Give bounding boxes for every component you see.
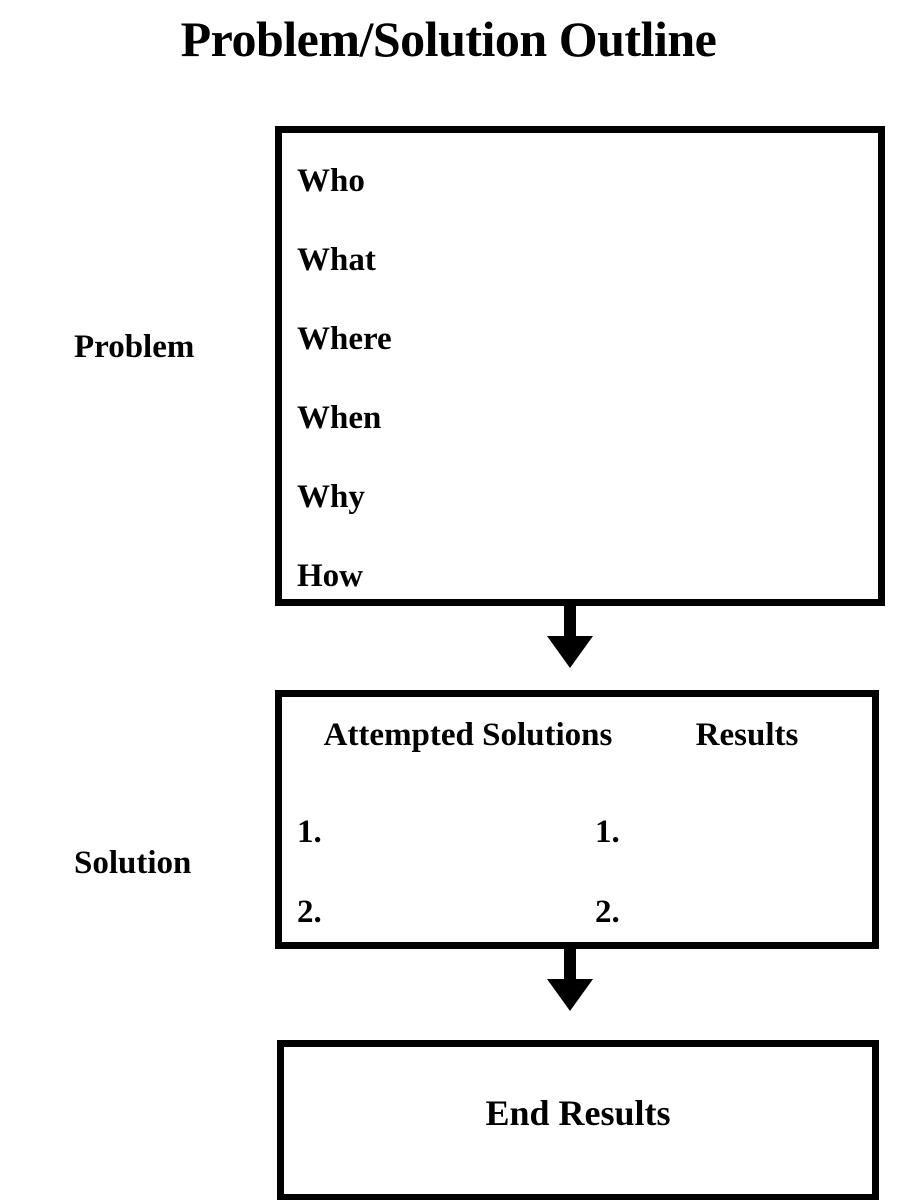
problem-item-when: When bbox=[297, 400, 382, 436]
problem-item-how: How bbox=[297, 558, 363, 594]
arrow-head bbox=[547, 979, 593, 1011]
problem-item-what: What bbox=[297, 242, 376, 278]
attempted-solutions-entry-1-marker: 1. bbox=[297, 814, 322, 850]
end-results-box: End Results bbox=[277, 1040, 879, 1200]
arrow-shaft bbox=[564, 606, 576, 639]
problem-question-list: Who What Where When Why How bbox=[297, 142, 597, 616]
down-arrow-icon-problem-to-solution bbox=[547, 606, 593, 668]
results-entry-1-marker: 1. bbox=[595, 814, 620, 850]
problem-box: Who What Where When Why How bbox=[275, 126, 885, 606]
solution-box: Attempted Solutions Results 1. 2. 1. 2. bbox=[275, 690, 879, 949]
problem-row-label: Problem bbox=[74, 329, 195, 365]
attempted-solutions-entry-2-marker: 2. bbox=[297, 894, 322, 930]
solution-row-label: Solution bbox=[74, 845, 192, 881]
results-entry-2-marker: 2. bbox=[595, 894, 620, 930]
end-results-label: End Results bbox=[485, 1093, 671, 1133]
problem-item-who: Who bbox=[297, 163, 365, 199]
solution-grid: Attempted Solutions Results 1. 2. 1. 2. bbox=[282, 697, 872, 942]
problem-item-where: Where bbox=[297, 321, 392, 357]
arrow-shaft bbox=[564, 949, 576, 982]
results-column-heading: Results bbox=[695, 717, 799, 753]
attempted-solutions-column-heading: Attempted Solutions bbox=[323, 717, 613, 753]
arrow-head bbox=[547, 636, 593, 668]
problem-item-why: Why bbox=[297, 479, 365, 515]
down-arrow-icon-solution-to-end-results bbox=[547, 949, 593, 1011]
page-title: Problem/Solution Outline bbox=[180, 11, 717, 67]
